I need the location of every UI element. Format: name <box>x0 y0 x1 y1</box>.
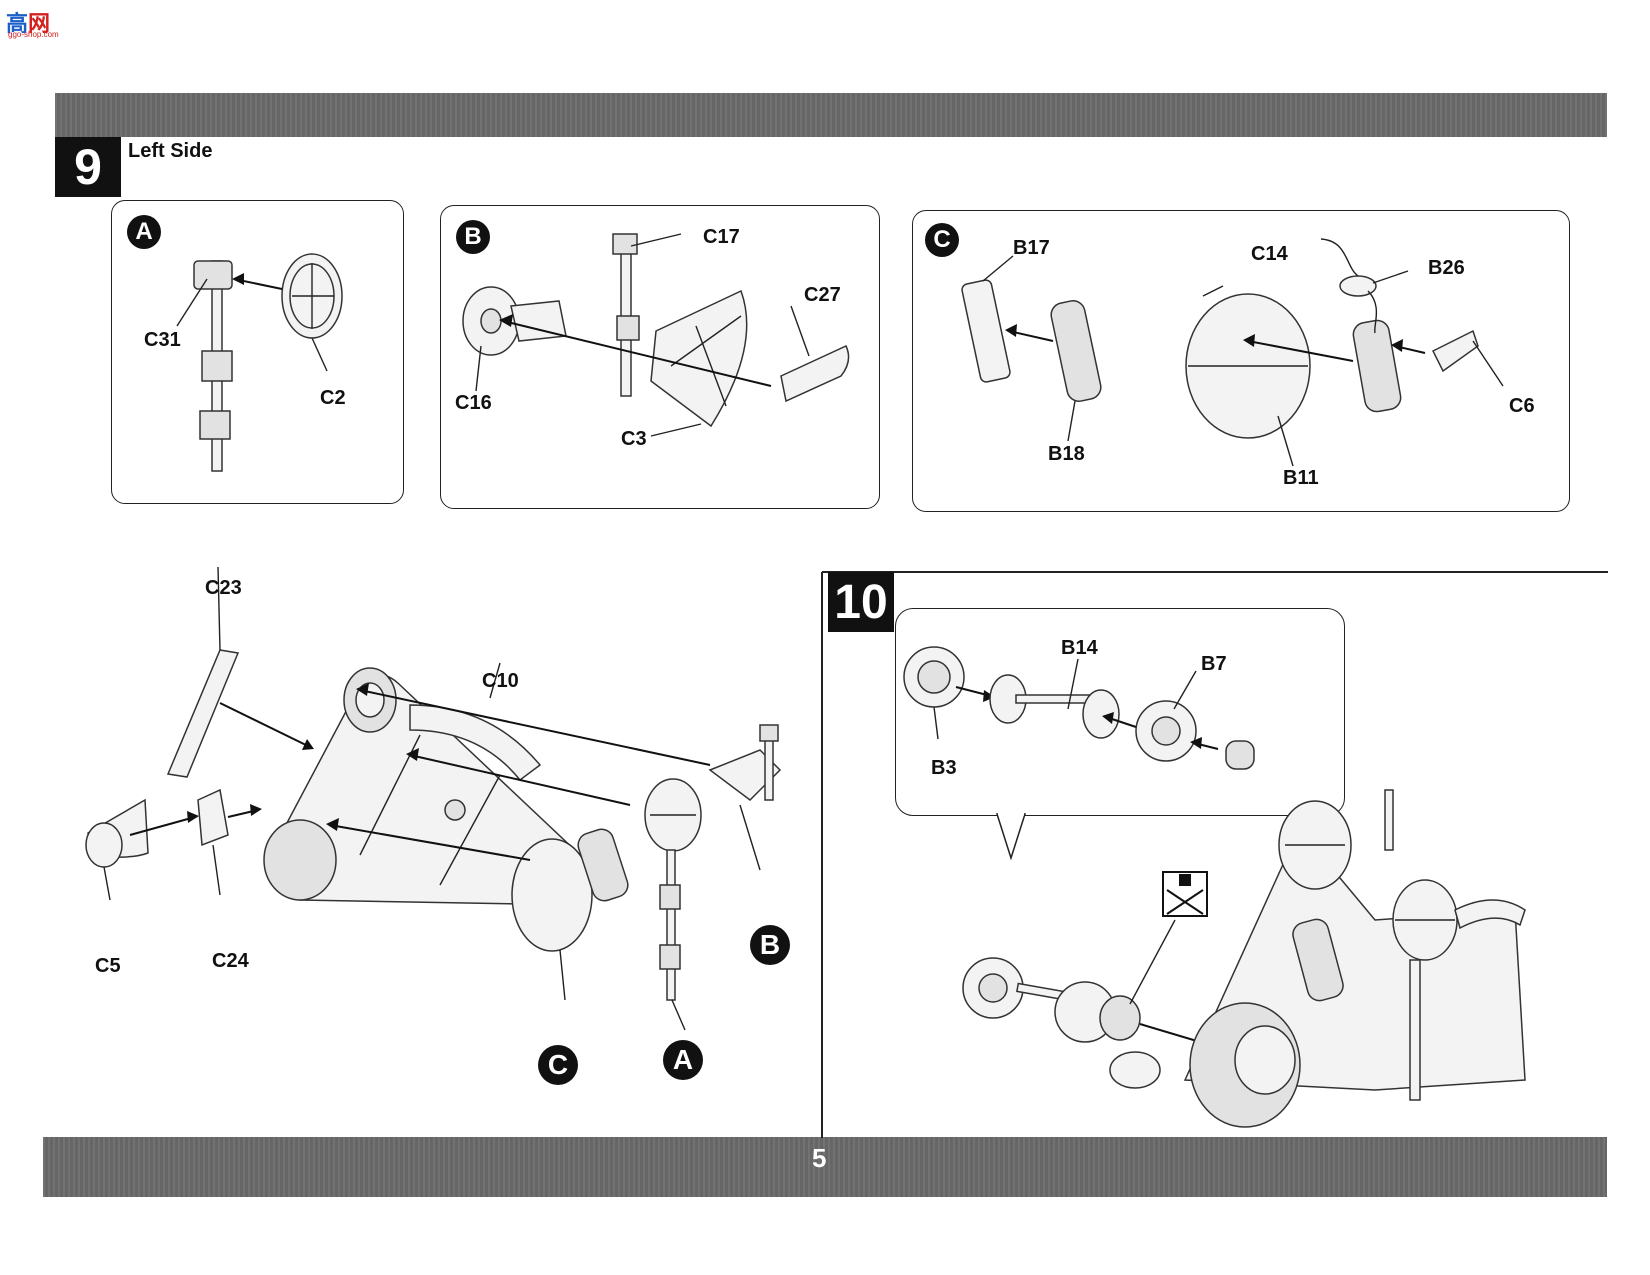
label-c6: C6 <box>1509 395 1535 417</box>
label-c16: C16 <box>455 392 492 414</box>
label-c3: C3 <box>621 428 647 450</box>
label-c2: C2 <box>320 387 346 409</box>
label-c14: C14 <box>1251 243 1288 265</box>
page-number: 5 <box>812 1143 827 1173</box>
top-header-band <box>55 93 1607 137</box>
panel-a-callout: A <box>127 215 161 249</box>
label-b17: B17 <box>1013 237 1050 259</box>
label-b11: B11 <box>1283 467 1319 489</box>
label-c10: C10 <box>482 670 519 692</box>
label-b14: B14 <box>1061 637 1098 659</box>
main-callout-a: A <box>663 1040 703 1080</box>
label-c31: C31 <box>144 329 181 351</box>
panel-c-drawing <box>961 238 1504 467</box>
step-10-inset-drawing <box>903 646 1255 770</box>
logo-char-2: 网 <box>28 11 51 36</box>
logo-char-1: 高 <box>6 11 29 36</box>
label-c24: C24 <box>212 950 249 972</box>
bottom-footer-band <box>43 1137 1607 1197</box>
panel-a: A C31 C2 <box>111 200 404 504</box>
main-callout-b: B <box>750 925 790 965</box>
step-10-main-drawing <box>962 789 1526 1128</box>
panel-b-callout: B <box>456 220 490 254</box>
inset-pointer <box>995 812 1027 861</box>
logo-url: ggo-shop.com <box>8 30 59 39</box>
panel-c: C B17 C14 B26 C6 B18 B11 <box>912 210 1570 512</box>
label-b26: B26 <box>1428 257 1465 279</box>
panel-a-drawing <box>176 253 343 472</box>
label-b18: B18 <box>1048 443 1085 465</box>
step-9-main-drawing <box>85 566 782 1031</box>
watermark-logo: 高网 ggo-shop.com <box>6 6 59 39</box>
step-10-frame <box>821 571 1608 1138</box>
label-c5: C5 <box>95 955 121 977</box>
panel-b-drawing <box>462 233 850 437</box>
step-9-number: 9 <box>55 137 121 197</box>
panel-b: B C17 C27 C16 C3 <box>440 205 880 509</box>
label-b3: B3 <box>931 757 957 779</box>
step-9-heading: Left Side <box>128 140 213 162</box>
step-10-number: 10 <box>828 572 894 632</box>
label-c17: C17 <box>703 226 740 248</box>
panel-c-callout: C <box>925 223 959 257</box>
step-10-inset: B14 B7 B3 <box>895 608 1345 816</box>
label-c23: C23 <box>205 577 242 599</box>
main-callout-c: C <box>538 1045 578 1085</box>
label-b7: B7 <box>1201 653 1227 675</box>
label-c27: C27 <box>804 284 841 306</box>
